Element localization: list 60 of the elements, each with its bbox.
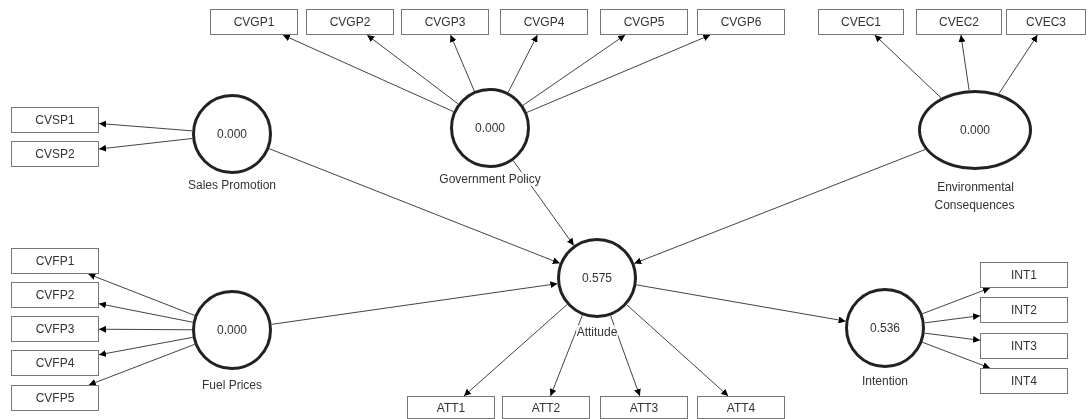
indicator-box: INT2 xyxy=(980,297,1068,323)
indicator-box: CVEC1 xyxy=(818,9,904,35)
arrow xyxy=(88,343,196,386)
arrow xyxy=(958,34,970,91)
indicator-box: ATT3 xyxy=(600,396,688,419)
arrow xyxy=(98,301,194,323)
value-label: 0.536 xyxy=(870,320,900,337)
value-label: 0.575 xyxy=(582,270,612,287)
indicator-box: ATT4 xyxy=(697,396,785,419)
indicator-box: CVSP2 xyxy=(11,141,99,167)
indicator-box: CVGP5 xyxy=(600,9,688,35)
arrow xyxy=(282,34,454,113)
indicator-box: CVSP1 xyxy=(11,107,99,133)
value-label: 0.000 xyxy=(217,322,247,339)
arrow xyxy=(526,34,711,113)
latent-variable-circle xyxy=(450,88,530,168)
indicator-box: ATT2 xyxy=(502,396,590,419)
indicator-box: INT1 xyxy=(980,262,1068,288)
value-label: 0.000 xyxy=(217,126,247,143)
arrow xyxy=(366,34,459,105)
arrow xyxy=(450,34,475,92)
arrow xyxy=(87,273,196,316)
latent-variable-circle xyxy=(557,238,637,318)
arrow xyxy=(924,332,981,343)
indicator-box: CVFP1 xyxy=(11,248,99,274)
value-label: 0.000 xyxy=(475,120,505,137)
indicator-box: CVGP6 xyxy=(697,9,785,35)
arrow xyxy=(98,336,194,357)
indicator-box: CVEC3 xyxy=(1006,9,1086,35)
arrow xyxy=(522,34,626,106)
indicator-box: CVGP2 xyxy=(306,9,394,35)
arrow xyxy=(98,325,193,333)
arrow xyxy=(610,315,641,397)
indicator-box: CVEC2 xyxy=(916,9,1002,35)
arrow xyxy=(549,314,583,397)
arrow xyxy=(268,148,561,264)
arrow xyxy=(921,287,991,315)
arrow xyxy=(924,313,981,324)
arrow xyxy=(463,304,568,397)
indicator-box: CVGP3 xyxy=(401,9,489,35)
indicator-box: CVFP2 xyxy=(11,282,99,308)
arrow xyxy=(98,138,193,152)
indicator-box: INT4 xyxy=(980,368,1068,394)
arrow xyxy=(635,284,847,324)
arrow xyxy=(271,281,558,325)
indicator-box: CVGP1 xyxy=(210,9,298,35)
indicator-box: CVFP5 xyxy=(11,385,99,411)
indicator-box: INT3 xyxy=(980,333,1068,359)
indicator-box: CVGP4 xyxy=(500,9,588,35)
indicator-box: CVFP3 xyxy=(11,316,99,342)
indicator-box: CVFP4 xyxy=(11,350,99,376)
arrow xyxy=(921,341,991,369)
indicator-box: ATT1 xyxy=(407,396,495,419)
arrow xyxy=(633,149,926,265)
arrow xyxy=(507,34,538,93)
value-label: 0.000 xyxy=(960,122,990,139)
arrow xyxy=(626,304,729,397)
construct-label: Environmental Consequences xyxy=(933,179,1017,214)
arrow xyxy=(98,120,193,132)
construct-label: Government Policy xyxy=(437,171,543,188)
